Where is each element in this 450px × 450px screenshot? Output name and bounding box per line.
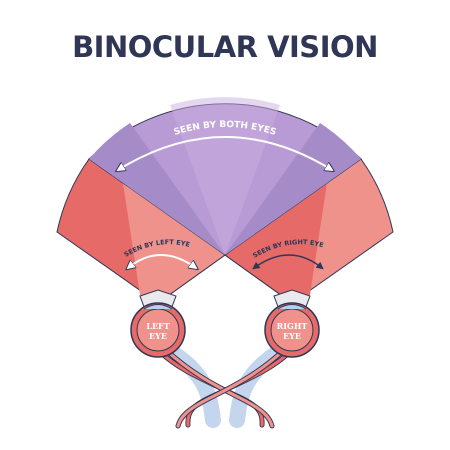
- left-eyeball: LEFT EYE: [130, 289, 186, 358]
- right-eyeball: RIGHT EYE: [264, 289, 320, 358]
- both-eyes-field: [88, 97, 362, 256]
- right-eye-label-line2: EYE: [283, 331, 301, 341]
- left-eye-label-line1: LEFT: [146, 321, 169, 331]
- left-eye-label-line2: EYE: [149, 331, 167, 341]
- left-eye-arrow: [128, 254, 196, 268]
- right-eye-label-line1: RIGHT: [277, 321, 308, 331]
- optic-nerves: [157, 342, 293, 429]
- right-eye-arrow: [252, 254, 324, 270]
- both-eyes-arrow: [118, 136, 332, 170]
- diagram-title: BINOCULAR VISION: [72, 30, 378, 64]
